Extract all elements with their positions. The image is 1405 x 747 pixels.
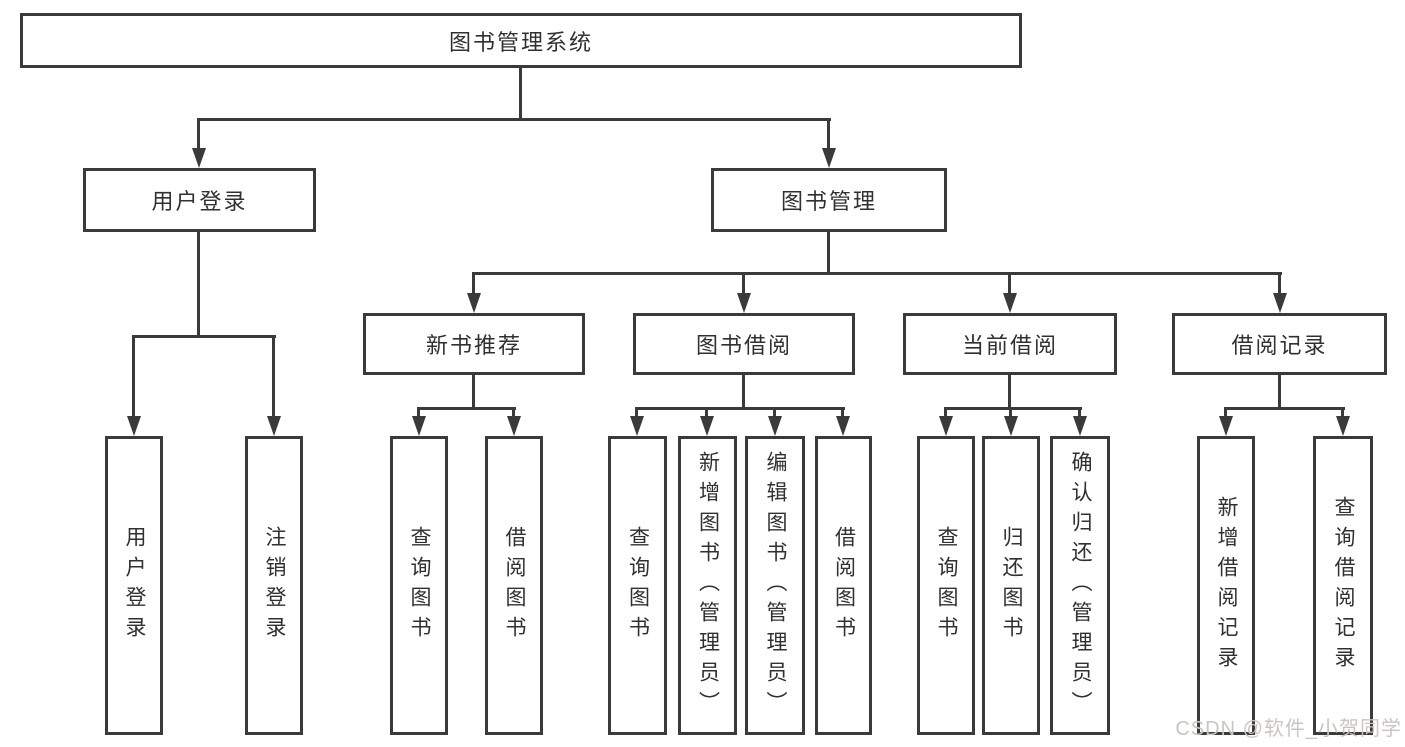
connector-line [944,407,947,418]
connector-line [132,335,135,418]
connector-line [1008,375,1011,407]
node-user-login: 用户登录 [83,168,316,232]
leaf-query-books-recommend-label: 查询图书 [408,525,431,646]
csdn-watermark: CSDN @软件_小贺同学 [1175,718,1402,740]
connector-line [827,232,830,272]
connector-line [418,407,516,410]
node-borrowing-records: 借阅记录 [1172,313,1387,375]
leaf-borrow-books-recommend: 借阅图书 [485,436,543,735]
connector-line [636,407,845,410]
connector-line [742,375,745,407]
connector-line [1225,407,1345,410]
node-user-login-label: 用户登录 [151,189,248,214]
leaf-logout: 注销登录 [245,436,303,735]
node-current-borrowing: 当前借阅 [903,313,1117,375]
arrowhead-down-icon [1073,416,1087,436]
node-book-management-label: 图书管理 [780,189,877,214]
node-library-system-label: 图书管理系统 [448,29,593,55]
connector-line [1278,375,1281,407]
connector-line [198,118,831,121]
node-book-borrowing-label: 图书借阅 [695,333,792,358]
leaf-add-books-admin-label: 新增图书（管理员） [696,450,720,721]
connector-line [1224,407,1227,418]
connector-line [472,375,475,407]
connector-line [945,407,1082,410]
arrowhead-down-icon [630,416,644,436]
connector-line [635,407,638,418]
arrowhead-down-icon [737,293,751,313]
arrowhead-down-icon [192,148,206,168]
leaf-add-borrow-record: 新增借阅记录 [1197,436,1255,735]
leaf-borrow-books-borrowing-label: 借阅图书 [832,525,856,646]
node-current-borrowing-label: 当前借阅 [961,333,1058,358]
arrowhead-down-icon [1003,293,1017,313]
connector-line [1341,407,1344,418]
node-book-management: 图书管理 [711,168,947,232]
leaf-edit-books-admin-label: 编辑图书（管理员） [764,450,787,721]
connector-line [1009,407,1012,418]
arrowhead-down-icon [700,416,714,436]
leaf-query-books-borrowing-label: 查询图书 [626,525,650,646]
connector-line [417,407,420,418]
node-book-borrowing: 图书借阅 [633,313,855,375]
leaf-return-books: 归还图书 [982,436,1040,735]
leaf-return-books-label: 归还图书 [1000,525,1023,646]
arrowhead-down-icon [1004,416,1018,436]
node-new-book-recommendation: 新书推荐 [363,313,585,375]
leaf-add-borrow-record-label: 新增借阅记录 [1215,495,1238,676]
leaf-user-login-label: 用户登录 [123,525,146,646]
arrowhead-down-icon [939,416,953,436]
connector-line [472,272,475,295]
connector-line [705,407,708,418]
arrowhead-down-icon [768,416,782,436]
connector-line [1278,272,1281,295]
arrowhead-down-icon [1336,416,1350,436]
leaf-confirm-return-admin: 确认归还（管理员） [1050,436,1110,735]
connector-line [473,272,1282,275]
leaf-query-books-current-label: 查询图书 [935,525,958,646]
connector-line [773,407,776,418]
leaf-query-borrow-record-label: 查询借阅记录 [1332,495,1355,676]
connector-line [1008,272,1011,295]
leaf-query-books-borrowing: 查询图书 [608,436,667,735]
connector-line [133,335,276,338]
leaf-query-books-current: 查询图书 [917,436,975,735]
arrowhead-down-icon [467,293,481,313]
connector-line [197,118,200,150]
leaf-logout-label: 注销登录 [263,525,286,646]
arrowhead-down-icon [1273,293,1287,313]
arrowhead-down-icon [507,416,521,436]
node-borrowing-records-label: 借阅记录 [1231,333,1328,358]
connector-line [197,232,200,335]
leaf-confirm-return-admin-label: 确认归还（管理员） [1069,450,1092,721]
connector-line [742,272,745,295]
leaf-borrow-books-recommend-label: 借阅图书 [503,525,526,646]
leaf-query-borrow-record: 查询借阅记录 [1313,436,1373,735]
arrowhead-down-icon [1219,416,1233,436]
leaf-edit-books-admin: 编辑图书（管理员） [745,436,805,735]
arrowhead-down-icon [267,416,281,436]
connector-line [519,68,522,118]
node-library-system: 图书管理系统 [20,13,1022,68]
connector-line [1078,407,1081,418]
arrowhead-down-icon [412,416,426,436]
connector-line [512,407,515,418]
leaf-user-login: 用户登录 [105,436,163,735]
node-new-book-recommendation-label: 新书推荐 [425,333,522,358]
leaf-add-books-admin: 新增图书（管理员） [678,436,737,735]
leaf-borrow-books-borrowing: 借阅图书 [815,436,872,735]
leaf-query-books-recommend: 查询图书 [390,436,448,735]
connector-line [272,335,275,418]
arrowhead-down-icon [822,148,836,168]
connector-line [827,118,830,150]
arrowhead-down-icon [127,416,141,436]
connector-line [841,407,844,418]
arrowhead-down-icon [836,416,850,436]
